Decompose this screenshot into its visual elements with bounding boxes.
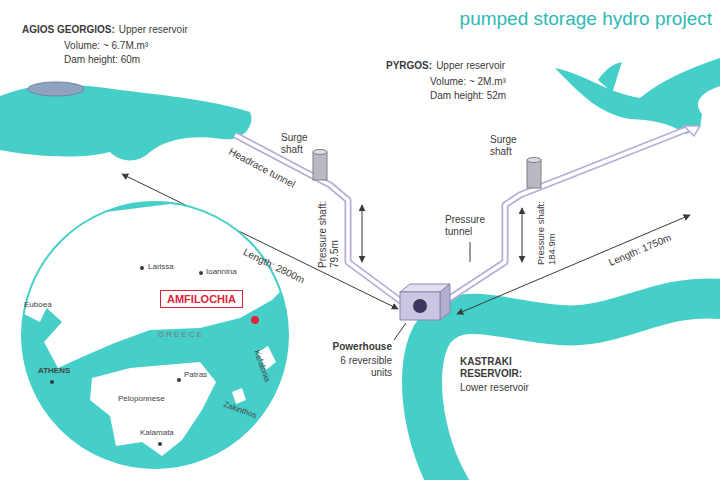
label: Euboea: [24, 300, 52, 309]
label: Powerhouse: [333, 341, 392, 353]
label: AGIOS GEORGIOS:: [22, 24, 115, 36]
label: 6 reversible units: [334, 355, 392, 378]
place-box: AMFILOCHIA: [160, 290, 243, 308]
upper-reservoir: [0, 85, 251, 161]
tunnels: [235, 126, 700, 302]
label: Ioannina: [206, 267, 237, 276]
label: Pressure shaft: 79.5m: [317, 196, 340, 268]
label: Dam height: 52m: [430, 90, 506, 102]
place-name: AMFILOCHIA: [167, 293, 236, 305]
label: ATHENS: [38, 366, 70, 375]
powerhouse: [400, 284, 450, 320]
label: Dam height: 60m: [64, 54, 140, 66]
locator-map: [8, 202, 292, 468]
label: Volume: ~ 2M.m³: [430, 76, 506, 88]
label: Upper reservoir: [436, 60, 505, 72]
label: Pressure tunnel: [445, 214, 497, 237]
title: pumped storage hydro project: [460, 8, 712, 30]
label: Surge shaft: [490, 134, 524, 157]
leader-lines: [394, 242, 470, 340]
label: KASTRAKI RESERVOIR:: [460, 356, 530, 379]
label: Volume: ~ 6.7M.m³: [64, 40, 148, 52]
surge-shaft: [527, 158, 541, 189]
label: Upper reservoir: [119, 24, 188, 36]
label: Surge shaft: [281, 132, 315, 155]
label: Lower reservoir: [460, 382, 529, 394]
label: Length: 1750m: [607, 232, 673, 269]
label: Patras: [184, 370, 207, 379]
label: Peloponnese: [118, 394, 165, 403]
lower-reservoir: [422, 298, 720, 480]
surge-shaft: [313, 150, 327, 181]
label: PYRGOS:: [386, 60, 432, 72]
label: GREECE: [158, 330, 204, 339]
upper-reservoir: [555, 58, 720, 134]
reservoir-arm: [598, 62, 622, 92]
label: Pressure shaft: 184.9m: [536, 191, 558, 265]
dam: [28, 82, 84, 96]
label: Kalamata: [140, 428, 174, 437]
label: Larissa: [148, 262, 174, 271]
